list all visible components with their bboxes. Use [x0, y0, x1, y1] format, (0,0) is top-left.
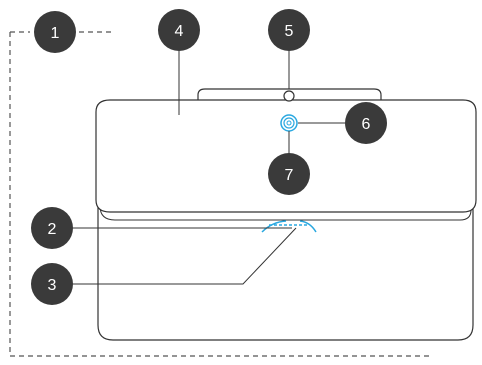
callout-7: 7	[268, 153, 310, 195]
callout-7-label: 7	[285, 167, 294, 184]
callout-1-label: 1	[51, 25, 60, 42]
callout-2-label: 2	[48, 221, 57, 238]
callout-5: 5	[268, 9, 310, 51]
leader-lines	[72, 50, 345, 285]
callout-3-label: 3	[48, 277, 57, 294]
top-button	[283, 90, 295, 102]
callout-5-label: 5	[285, 23, 294, 40]
dashed-frame	[9, 31, 432, 357]
callout-2: 2	[31, 207, 73, 249]
callout-1: 1	[34, 11, 76, 53]
dashed-frame-left-bottom	[9, 32, 432, 357]
callout-6: 6	[345, 102, 387, 144]
callout-4-label: 4	[175, 23, 184, 40]
leader-3	[72, 227, 297, 285]
device-band	[99, 205, 472, 221]
callout-4: 4	[158, 9, 200, 51]
callout-6-label: 6	[362, 116, 371, 133]
callout-3: 3	[31, 263, 73, 305]
front-light-bar	[261, 220, 317, 233]
